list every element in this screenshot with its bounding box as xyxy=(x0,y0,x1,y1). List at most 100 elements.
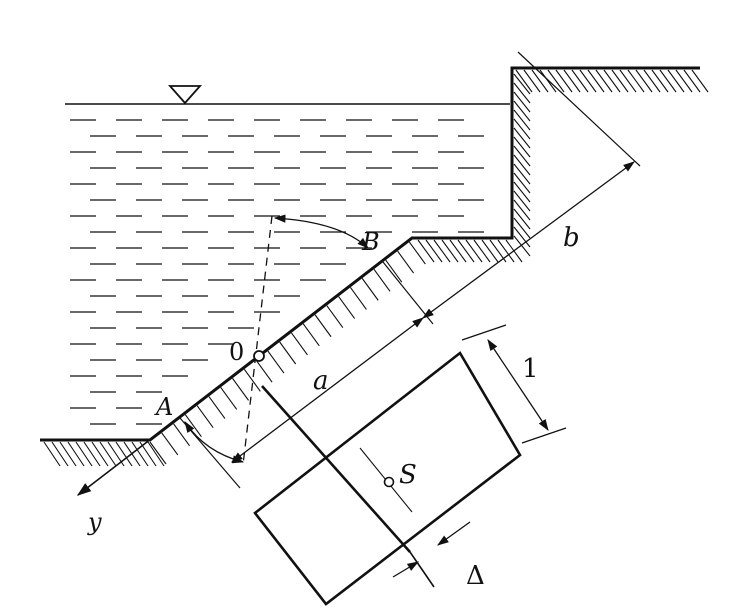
hatch-stroke xyxy=(513,136,531,158)
hatch-stroke xyxy=(667,69,685,93)
hatch-stroke xyxy=(75,441,93,467)
hatch-stroke xyxy=(279,341,297,365)
hatch-stroke xyxy=(497,239,515,263)
ground-hatching xyxy=(43,69,709,467)
hatch-stroke xyxy=(579,69,597,93)
hatch-stroke xyxy=(161,432,179,456)
hatch-stroke xyxy=(51,441,69,467)
hatch-stroke xyxy=(539,69,557,93)
hatch-stroke xyxy=(643,69,661,93)
hatch-stroke xyxy=(91,441,109,467)
hatch-stroke xyxy=(515,69,533,93)
hatch-stroke xyxy=(83,441,101,467)
hatch-stroke xyxy=(513,190,531,212)
label-y-axis: y xyxy=(87,508,102,536)
hatch-stroke xyxy=(441,239,459,263)
gap-delta xyxy=(392,521,471,578)
hinge-point xyxy=(253,350,265,362)
hatch-stroke xyxy=(513,235,531,257)
label-dimension-one: 1 xyxy=(522,354,539,384)
hatch-stroke xyxy=(232,378,249,401)
label-delta: Δ xyxy=(466,561,485,591)
hatch-stroke xyxy=(563,69,581,93)
hatch-stroke xyxy=(131,441,149,467)
hatch-stroke xyxy=(433,239,451,263)
dimension-a-b xyxy=(231,161,635,463)
hatch-stroke xyxy=(115,441,133,467)
hatch-stroke xyxy=(465,239,483,263)
hatch-stroke xyxy=(523,69,541,93)
hatch-stroke xyxy=(587,69,605,93)
hatch-stroke xyxy=(397,250,415,274)
hatch-stroke xyxy=(513,73,531,95)
hatch-stroke xyxy=(513,118,531,140)
hatch-stroke xyxy=(149,441,167,465)
hatch-stroke xyxy=(513,82,531,104)
hatch-stroke xyxy=(691,69,709,93)
hatch-stroke xyxy=(349,287,367,310)
centroid-point xyxy=(383,476,395,488)
hatch-stroke xyxy=(619,69,637,93)
extension-lines xyxy=(179,51,641,489)
label-dimension-b: b xyxy=(563,223,580,253)
hatch-stroke xyxy=(603,69,621,93)
hatch-stroke xyxy=(651,69,669,93)
hatch-stroke xyxy=(473,239,491,263)
hatch-stroke xyxy=(555,69,573,93)
hatch-stroke xyxy=(147,441,165,467)
hatch-stroke xyxy=(417,239,435,263)
dashed-axis xyxy=(242,215,273,466)
hatch-stroke xyxy=(267,350,285,374)
hatch-stroke xyxy=(513,199,531,221)
label-origin: 0 xyxy=(229,338,244,366)
centroid xyxy=(359,447,413,513)
hatch-stroke xyxy=(531,69,549,93)
angle-arcs xyxy=(184,214,369,464)
hatch-stroke xyxy=(513,163,531,185)
hatch-stroke xyxy=(611,69,629,93)
hatch-stroke xyxy=(361,278,379,301)
hatch-stroke xyxy=(513,208,531,230)
hatch-stroke xyxy=(457,239,475,263)
hatch-stroke xyxy=(513,181,531,203)
hatch-stroke xyxy=(513,154,531,176)
gate-section xyxy=(253,351,522,606)
hatch-stroke xyxy=(547,69,565,93)
hatch-stroke xyxy=(513,100,531,122)
hatch-stroke xyxy=(255,359,273,383)
hatch-stroke xyxy=(302,323,320,347)
hatch-stroke xyxy=(675,69,693,93)
hatch-stroke xyxy=(196,405,214,428)
hatch-stroke xyxy=(338,296,356,319)
hatch-stroke xyxy=(59,441,77,467)
hatch-stroke xyxy=(326,305,344,328)
hatch-stroke xyxy=(67,441,85,467)
inverted-triangle-icon xyxy=(168,85,202,105)
hatch-stroke xyxy=(513,145,531,167)
hatch-stroke xyxy=(99,441,117,467)
hatch-stroke xyxy=(481,239,499,263)
hatch-stroke xyxy=(385,259,403,283)
hatch-stroke xyxy=(635,69,653,93)
hatch-stroke xyxy=(513,127,531,149)
hatch-stroke xyxy=(314,314,332,338)
label-dimension-a: a xyxy=(313,366,329,396)
hatch-stroke xyxy=(220,387,238,410)
hatch-stroke xyxy=(449,239,467,263)
hatch-stroke xyxy=(683,69,701,93)
water-surface xyxy=(65,85,510,105)
hatch-stroke xyxy=(627,69,645,93)
label-centroid: S xyxy=(399,460,417,490)
hatch-stroke xyxy=(513,217,531,239)
hatch-stroke xyxy=(513,109,531,131)
hatch-stroke xyxy=(291,332,308,356)
label-b-point: B xyxy=(361,228,380,256)
hatch-stroke xyxy=(659,69,677,93)
water-body xyxy=(70,119,484,425)
hatch-stroke xyxy=(373,268,391,292)
label-a-point: A xyxy=(154,393,173,421)
hatch-stroke xyxy=(43,441,61,467)
hatch-stroke xyxy=(425,239,443,263)
